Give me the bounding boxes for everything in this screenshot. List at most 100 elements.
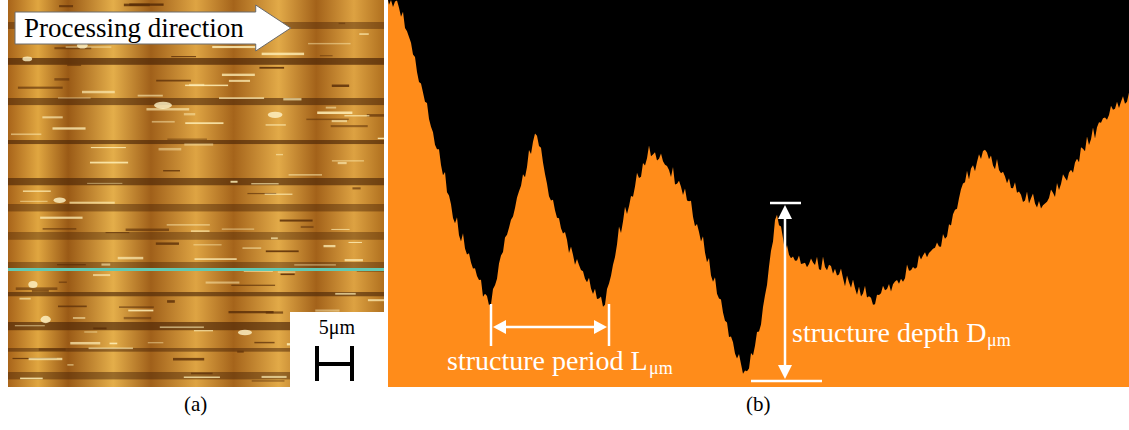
afm-streak (70, 342, 100, 344)
afm-streak (42, 116, 62, 118)
afm-streak (206, 282, 240, 284)
afm-streak (43, 228, 77, 230)
afm-spot (268, 112, 283, 118)
afm-streak (237, 351, 244, 353)
afm-streak (184, 377, 220, 378)
arrow-shape (15, 5, 291, 51)
afm-streak (173, 358, 204, 361)
afm-streak (352, 187, 360, 189)
afm-streak (167, 300, 175, 303)
afm-streak (87, 183, 122, 184)
afm-streak (119, 306, 154, 308)
afm-streak (19, 298, 30, 300)
afm-streak (301, 226, 314, 228)
scale-label-box: 5μm (290, 312, 384, 342)
profile-fill (388, 0, 1129, 387)
afm-spot (238, 330, 252, 336)
afm-streak (90, 162, 128, 164)
afm-streak (106, 232, 130, 233)
afm-streak (185, 85, 228, 87)
afm-streak (189, 84, 204, 86)
afm-streak (320, 55, 333, 56)
afm-streak (276, 154, 283, 155)
afm-image (8, 0, 384, 387)
afm-streak (91, 147, 126, 148)
afm-streak (58, 306, 87, 308)
afm-streak (163, 170, 180, 171)
afm-streak (20, 201, 47, 202)
scale-bar (317, 346, 352, 381)
afm-streak (152, 121, 175, 123)
afm-spot (22, 57, 32, 62)
afm-streak (59, 5, 73, 7)
afm-streak (338, 162, 347, 164)
afm-streak (52, 127, 85, 129)
afm-streak (332, 85, 349, 87)
unit-subscript: μm (987, 330, 1011, 352)
afm-streak (259, 67, 284, 69)
dimension-label: structure period L (447, 344, 648, 378)
afm-spot (54, 198, 66, 203)
afm-streak (32, 290, 49, 292)
afm-streak (324, 245, 336, 247)
afm-streak (231, 181, 238, 183)
afm-streak (308, 43, 351, 44)
afm-streak (8, 98, 384, 105)
afm-streak (331, 125, 368, 127)
afm-streak (331, 229, 349, 230)
afm-streak (289, 174, 322, 175)
afm-streak (118, 257, 144, 260)
afm-streak (359, 33, 368, 34)
afm-streak (193, 244, 221, 245)
afm-streak (222, 229, 254, 230)
afm-streak (66, 46, 112, 48)
unit-subscript: μm (649, 358, 673, 380)
afm-streak (124, 4, 150, 7)
afm-streak (8, 262, 384, 268)
afm-streak (84, 331, 97, 332)
afm-streak (67, 64, 81, 66)
afm-streak (184, 143, 213, 145)
afm-streak (93, 274, 110, 276)
afm-streak (54, 78, 69, 80)
afm-streak (306, 119, 348, 121)
afm-streak (280, 220, 313, 222)
afm-streak (126, 229, 169, 231)
afm-streak (281, 274, 295, 276)
afm-streak (138, 95, 163, 97)
afm-streak (271, 237, 278, 239)
afm-streak (16, 287, 58, 290)
afm-streak (349, 242, 362, 243)
afm-streak (18, 87, 63, 89)
afm-streak (262, 53, 304, 55)
afm-streak (15, 325, 45, 326)
panel-label: (b) (746, 392, 771, 417)
direction-label: Processing direction (24, 4, 292, 52)
afm-streak (57, 264, 86, 265)
afm-streak (317, 112, 352, 115)
afm-streak (262, 376, 287, 378)
afm-streak (156, 80, 191, 82)
afm-streak (8, 58, 384, 65)
afm-streak (378, 138, 384, 139)
afm-streak (194, 258, 236, 260)
direction-arrow: Processing direction (14, 4, 292, 52)
afm-streak (229, 311, 274, 313)
scale-box (290, 312, 384, 387)
afm-streak (58, 97, 91, 98)
afm-streak (283, 98, 301, 100)
afm-streak (101, 263, 110, 265)
afm-streak (252, 380, 285, 381)
afm-streak (167, 139, 207, 140)
afm-streak (191, 230, 210, 231)
afm-streak (266, 250, 299, 252)
afm-streak (229, 80, 250, 82)
profile-line-marker (8, 268, 384, 271)
afm-streak (332, 160, 364, 161)
afm-streak (146, 108, 189, 110)
afm-streak (148, 342, 164, 343)
afm-streak (251, 183, 278, 184)
afm-streak (156, 242, 179, 244)
afm-streak (159, 148, 182, 151)
